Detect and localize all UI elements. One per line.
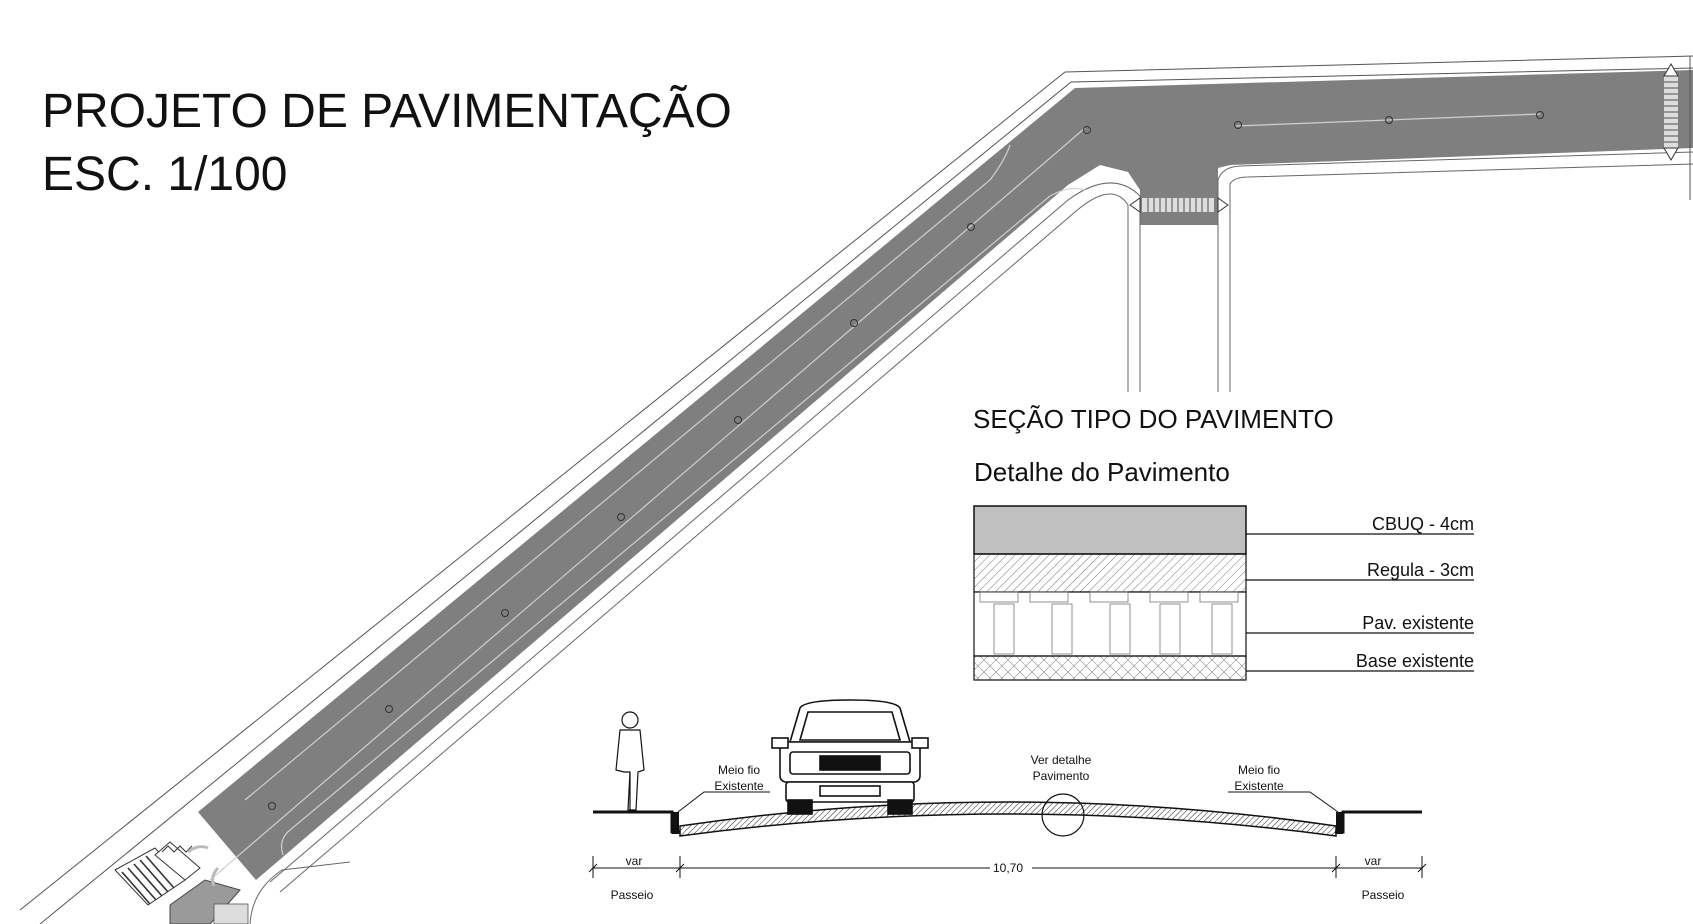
side-street-edge xyxy=(1217,151,1693,392)
pavement-section-detail: SEÇÃO TIPO DO PAVIMENTO Detalhe do Pavim… xyxy=(973,404,1474,681)
section-title: SEÇÃO TIPO DO PAVIMENTO xyxy=(973,404,1334,434)
layer-existing-base xyxy=(973,655,1247,681)
lane-stripe-right xyxy=(280,187,1086,856)
existing-pavement-blocks xyxy=(979,591,1239,655)
dimension-center: 10,70 xyxy=(993,861,1023,875)
project-title: PROJETO DE PAVIMENTAÇÃO xyxy=(42,84,732,138)
lane-stripe-left xyxy=(244,144,1011,801)
sidewalk-left xyxy=(593,810,680,834)
dimension-right: var xyxy=(1365,854,1382,868)
curb-left xyxy=(672,812,679,834)
dimension-left: var xyxy=(626,854,643,868)
layer-cbuq xyxy=(973,505,1247,555)
diagonal-road-edge-right xyxy=(279,193,1129,893)
detail-ref-label-2: Pavimento xyxy=(1033,769,1090,783)
project-scale: ESC. 1/100 xyxy=(42,148,287,201)
detail-ref-label-1: Ver detalhe xyxy=(1031,753,1092,767)
drain-markers xyxy=(268,111,1544,810)
crosswalk-right xyxy=(1663,63,1679,161)
curb-right xyxy=(1336,812,1343,834)
road-cross-section: Meio fio Existente Ver detalhe Pavimento… xyxy=(588,699,1427,902)
layer-label-cbuq: CBUQ - 4cm xyxy=(1372,514,1474,534)
diagonal-road-edge-right-2 xyxy=(269,182,1141,883)
layer-label-existing-pavement: Pav. existente xyxy=(1362,613,1474,633)
crosswalk-bottom-left xyxy=(114,841,351,924)
horizontal-road-asphalt xyxy=(1075,70,1693,190)
layer-regula xyxy=(973,553,1247,593)
side-street-asphalt xyxy=(1140,165,1218,225)
diagonal-road-asphalt xyxy=(198,88,1180,880)
pedestrian-figure xyxy=(615,711,645,811)
pavement-crown xyxy=(679,801,1337,837)
center-line-diagonal xyxy=(209,127,1086,881)
road-outline-outer xyxy=(19,55,1693,911)
curb-left-label-2: Existente xyxy=(714,779,764,793)
detail-title: Detalhe do Pavimento xyxy=(974,457,1230,487)
car-front-view xyxy=(771,699,929,815)
road-outline-inner xyxy=(39,67,1693,924)
plan-view xyxy=(19,55,1693,924)
sidewalk-right-label: Passeio xyxy=(1362,888,1405,902)
crosswalk-side-street xyxy=(1129,197,1229,213)
curb-left-label-1: Meio fio xyxy=(718,763,760,777)
detail-ref-circle xyxy=(1041,793,1085,837)
center-line-horizontal xyxy=(1235,113,1541,127)
layer-label-existing-base: Base existente xyxy=(1356,651,1474,671)
curb-right-label-1: Meio fio xyxy=(1238,763,1280,777)
layer-label-regula: Regula - 3cm xyxy=(1367,560,1474,580)
sidewalk-left-label: Passeio xyxy=(611,888,654,902)
curb-right-label-2: Existente xyxy=(1234,779,1284,793)
side-street-edge-2 xyxy=(1229,163,1693,392)
sidewalk-right xyxy=(1335,810,1422,834)
